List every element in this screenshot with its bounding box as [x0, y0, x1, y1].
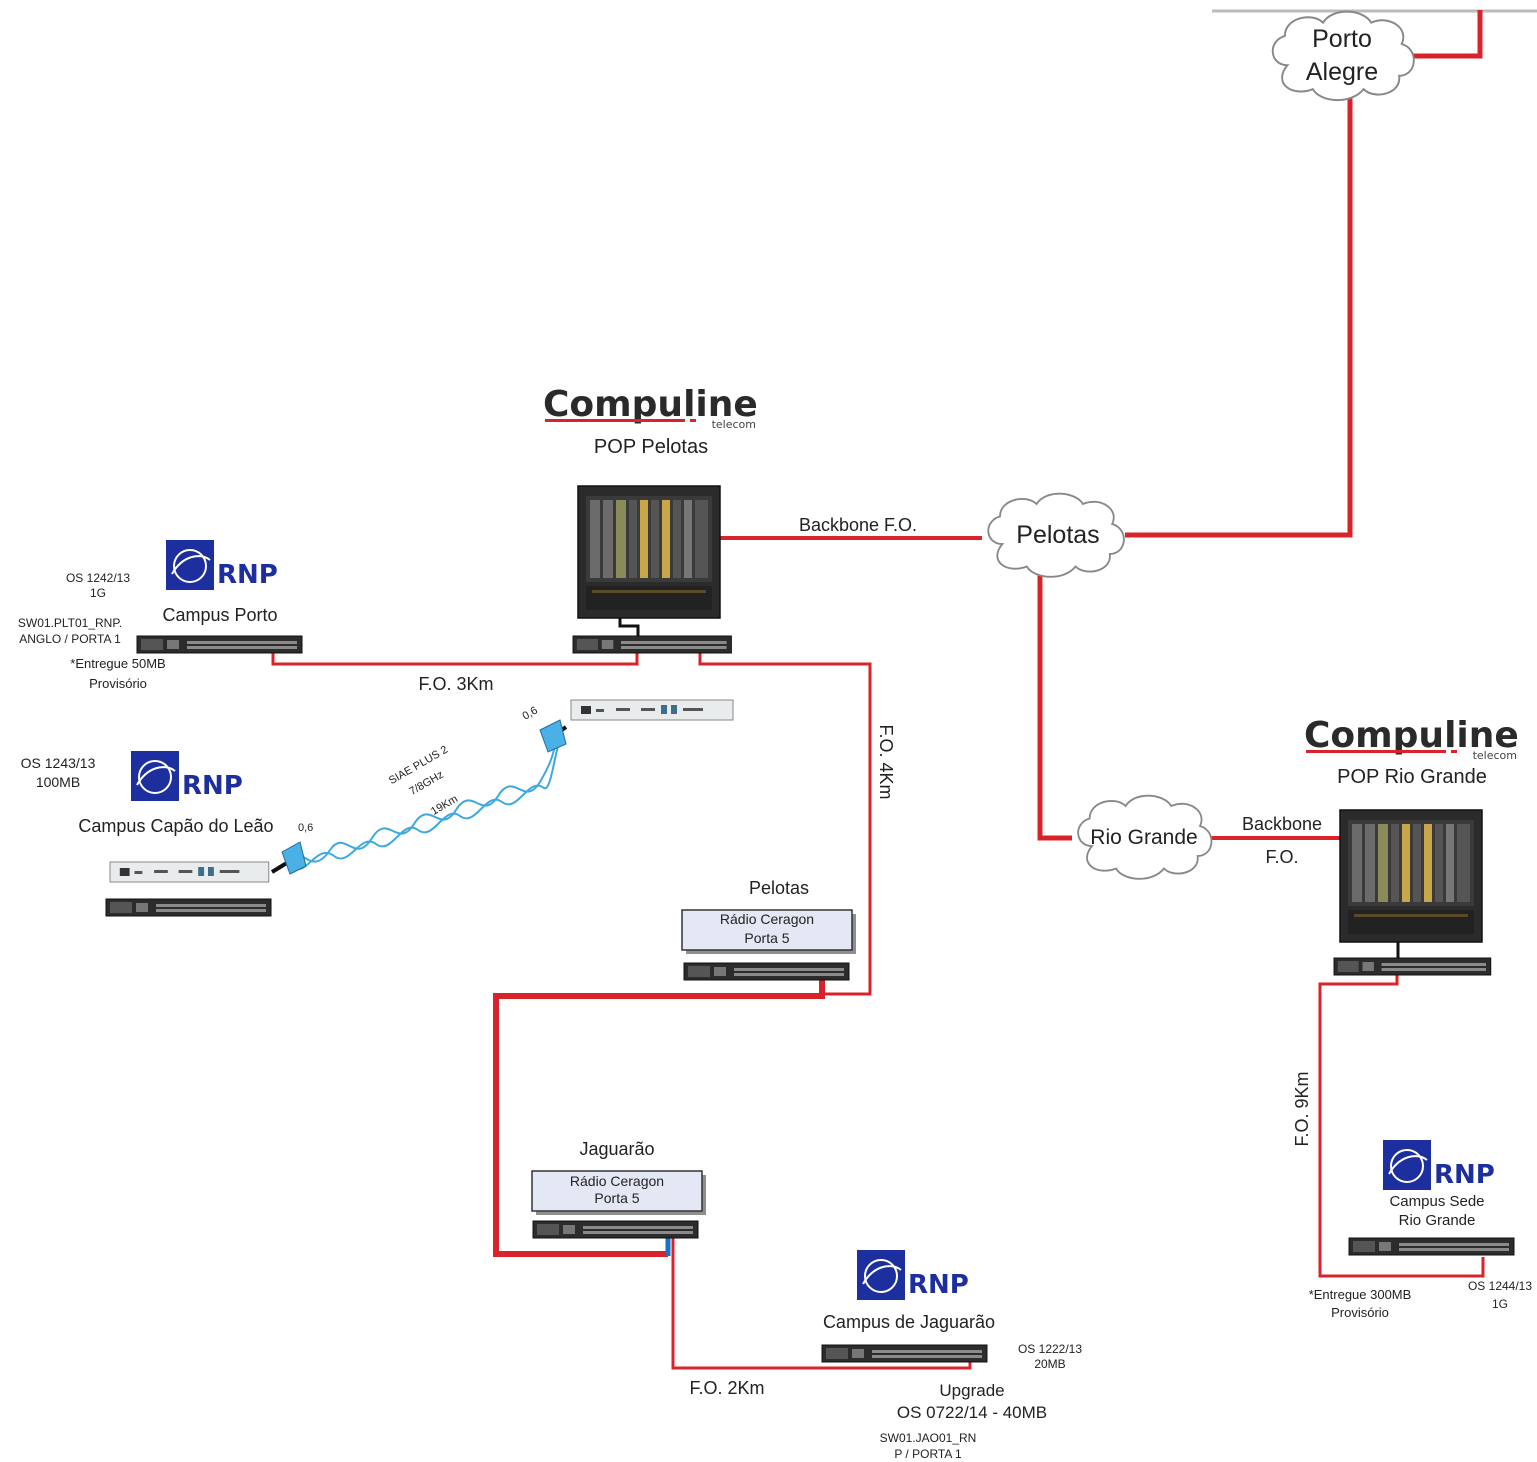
- pop-pelotas-switch: [572, 635, 732, 654]
- link-pelotas-jaguarao: [493, 977, 825, 1257]
- compuline-logo-text-2: Compuline: [1304, 715, 1519, 756]
- campus-jaguarao-sw-1: SW01.JAO01_RN: [880, 1431, 977, 1445]
- pelotas-radio-line-2: Porta 5: [744, 930, 789, 946]
- link-pelotas-porto-alegre: [1125, 95, 1353, 538]
- campus-jaguarao-name: Campus de Jaguarão: [823, 1312, 995, 1332]
- campus-porto-link-label: F.O. 3Km: [418, 674, 493, 694]
- jaguarao-radio-box: Rádio Ceragon Porta 5: [531, 1170, 706, 1215]
- jaguarao-radio-city: Jaguarão: [579, 1139, 654, 1159]
- campus-porto-sw-1: SW01.PLT01_RNP.: [18, 616, 122, 630]
- pelotas-radio-box: Rádio Ceragon Porta 5: [681, 909, 856, 954]
- pelotas-radio-line-1: Rádio Ceragon: [720, 911, 814, 927]
- compuline-logo-sub-2: telecom: [1473, 749, 1517, 762]
- campus-porto-note-1: *Entregue 50MB: [70, 656, 165, 671]
- jaguarao-radio-line-2: Porta 5: [594, 1190, 639, 1206]
- rnp-logo-text-2: RNP: [182, 771, 243, 801]
- pelotas-radio-unit: [570, 699, 734, 721]
- pop-pelotas-chassis: [577, 485, 721, 619]
- link-pelotas-rio-grande: [1037, 572, 1072, 841]
- rnp-logo-campus-porto: RNP: [166, 540, 278, 590]
- campus-jaguarao-link-label: F.O. 2Km: [689, 1378, 764, 1398]
- compuline-logo-rio-grande: Compuline telecom: [1304, 715, 1519, 762]
- campus-sede-note-2: Provisório: [1331, 1305, 1389, 1320]
- jaguarao-radio-line-1: Rádio Ceragon: [570, 1173, 664, 1189]
- cloud-porto-alegre-label-2: Alegre: [1306, 58, 1378, 86]
- campus-jaguarao-os-2: 20MB: [1034, 1357, 1065, 1371]
- rnp-logo-text: RNP: [217, 560, 278, 590]
- link-4km-label: F.O. 4Km: [876, 724, 896, 799]
- campus-sede-name-2: Rio Grande: [1399, 1212, 1476, 1229]
- pop-pelotas-title: POP Pelotas: [594, 436, 708, 458]
- campus-sede-name-1: Campus Sede: [1389, 1193, 1484, 1210]
- campus-sede-switch: [1348, 1237, 1515, 1256]
- rnp-logo-text-4: RNP: [1434, 1160, 1495, 1190]
- campus-capao-switch: [105, 898, 272, 917]
- pop-rio-grande-chassis: [1339, 809, 1483, 943]
- pelotas-radio-switch: [683, 962, 850, 981]
- campus-porto-sw-2: ANGLO / PORTA 1: [19, 632, 121, 646]
- pop-rio-grande-backbone-1: Backbone: [1242, 814, 1322, 834]
- pop-rio-grande-switch: [1333, 957, 1492, 976]
- antenna-size-right: 0,6: [521, 705, 540, 723]
- cloud-pelotas-label: Pelotas: [1016, 521, 1099, 549]
- jaguarao-radio-switch: [532, 1220, 699, 1239]
- compuline-logo-sub: telecom: [712, 418, 756, 431]
- rnp-logo-text-3: RNP: [908, 1270, 969, 1300]
- campus-capao-radio-unit: [109, 861, 270, 883]
- campus-jaguarao-os-1: OS 1222/13: [1018, 1342, 1082, 1356]
- rnp-logo-campus-capao: RNP: [131, 751, 243, 801]
- cloud-porto-alegre-label-1: Porto: [1312, 25, 1372, 53]
- black-patch-pelotas: [618, 612, 640, 638]
- campus-porto-os-2: 1G: [90, 586, 106, 600]
- campus-sede-link-label: F.O. 9Km: [1292, 1071, 1312, 1146]
- link-fo-4km: [698, 645, 872, 996]
- campus-capao-name: Campus Capão do Leão: [78, 816, 273, 836]
- link-fo-9km: [1318, 965, 1485, 1278]
- pop-pelotas-backbone-label: Backbone F.O.: [799, 515, 917, 535]
- rnp-logo-campus-sede: RNP: [1383, 1140, 1495, 1190]
- link-porto-alegre-top: [1400, 10, 1483, 59]
- campus-sede-os-2: 1G: [1492, 1297, 1508, 1311]
- campus-capao-os-2: 100MB: [36, 774, 80, 790]
- compuline-logo-pelotas: Compuline telecom: [543, 384, 758, 431]
- campus-capao-os-1: OS 1243/13: [21, 755, 96, 771]
- campus-jaguarao-sw-2: P / PORTA 1: [894, 1447, 962, 1461]
- campus-jaguarao-switch: [821, 1344, 988, 1363]
- campus-sede-os-1: OS 1244/13: [1468, 1279, 1532, 1293]
- compuline-logo-text: Compuline: [543, 384, 758, 425]
- campus-porto-switch: [136, 635, 303, 654]
- antenna-size-left: 0,6: [298, 822, 313, 834]
- campus-porto-os-1: OS 1242/13: [66, 571, 130, 585]
- campus-jaguarao-upgrade-1: Upgrade: [939, 1381, 1004, 1400]
- campus-sede-note-1: *Entregue 300MB: [1309, 1287, 1412, 1302]
- pop-rio-grande-backbone-2: F.O.: [1265, 847, 1298, 867]
- link-campus-porto: [271, 645, 639, 666]
- campus-porto-note-2: Provisório: [89, 676, 147, 691]
- pop-rio-grande-title: POP Rio Grande: [1337, 766, 1487, 788]
- microwave-link: 0,6 0,6 SIAE PLUS 2 7/8GHz 19Km: [270, 705, 568, 875]
- pelotas-radio-city: Pelotas: [749, 878, 809, 898]
- campus-porto-name: Campus Porto: [162, 605, 277, 625]
- cloud-rio-grande-label: Rio Grande: [1090, 826, 1197, 849]
- rnp-logo-campus-jaguarao: RNP: [857, 1250, 969, 1300]
- campus-jaguarao-upgrade-2: OS 0722/14 - 40MB: [897, 1403, 1047, 1422]
